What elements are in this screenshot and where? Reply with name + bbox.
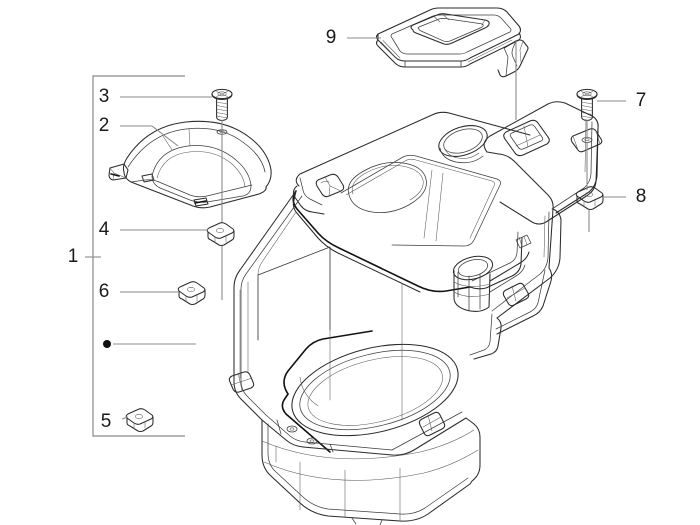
callout-label-7[interactable]: 7 [636,90,647,111]
part-speed-nut-mid-left [177,281,206,306]
callout-label-6[interactable]: 6 [99,281,110,302]
part-front-trim-cover [108,120,272,209]
bracket-1 [92,75,185,437]
callout-label-5[interactable]: 5 [101,411,112,432]
part-rear-screw [576,88,598,122]
leader-lines [85,37,626,437]
callout-label-1[interactable]: 1 [68,246,79,267]
leader-1-dot [103,340,111,348]
callout-label-4[interactable]: 4 [99,219,110,240]
leader-5 [121,416,129,420]
callout-label-2[interactable]: 2 [99,115,110,136]
callout-label-3[interactable]: 3 [99,86,110,107]
part-helmet-box-body [228,101,603,525]
part-speed-nut-lower-left [125,408,154,433]
callout-numbers: 1 2 3 4 5 6 7 8 9 [68,27,647,432]
part-access-lid-cover [375,7,529,78]
leader-2 [120,125,179,147]
callout-label-8[interactable]: 8 [636,186,647,207]
part-speed-nut-right [575,186,604,211]
part-speed-nut-upper [206,222,235,247]
part-upper-screw [211,88,233,122]
callout-label-9[interactable]: 9 [326,27,337,48]
